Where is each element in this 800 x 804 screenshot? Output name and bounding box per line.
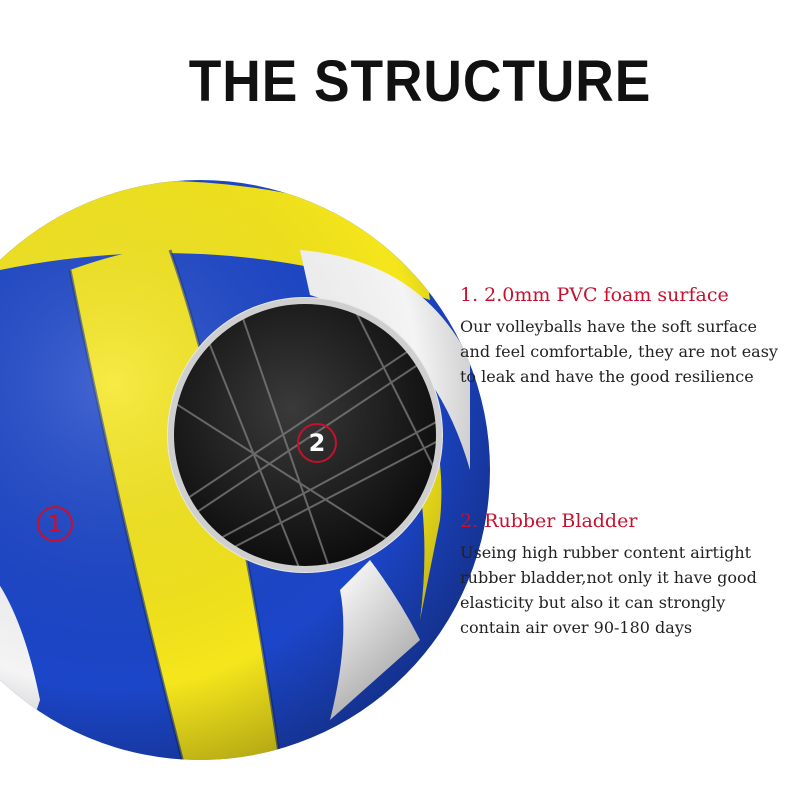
page-title: THE STRUCTURE: [188, 49, 652, 114]
marker-1-label: 1: [47, 510, 63, 538]
feature-heading: 2. Rubber Bladder: [460, 510, 638, 532]
feature-heading: 1. 2.0mm PVC foam surface: [460, 284, 729, 306]
feature-rubber-bladder: 2. Rubber Bladder Useing high rubber con…: [460, 510, 790, 640]
marker-ring-1: [37, 506, 73, 542]
feature-description: Useing high rubber content airtight rubb…: [460, 543, 757, 637]
marker-ring-2: [297, 423, 337, 463]
marker-2-label: 2: [308, 429, 326, 457]
foam-surface-zoom: [167, 297, 443, 573]
feature-description: Our volleyballs have the soft surface an…: [460, 317, 778, 386]
feature-pvc-surface: 1. 2.0mm PVC foam surface Our volleyball…: [460, 284, 790, 389]
